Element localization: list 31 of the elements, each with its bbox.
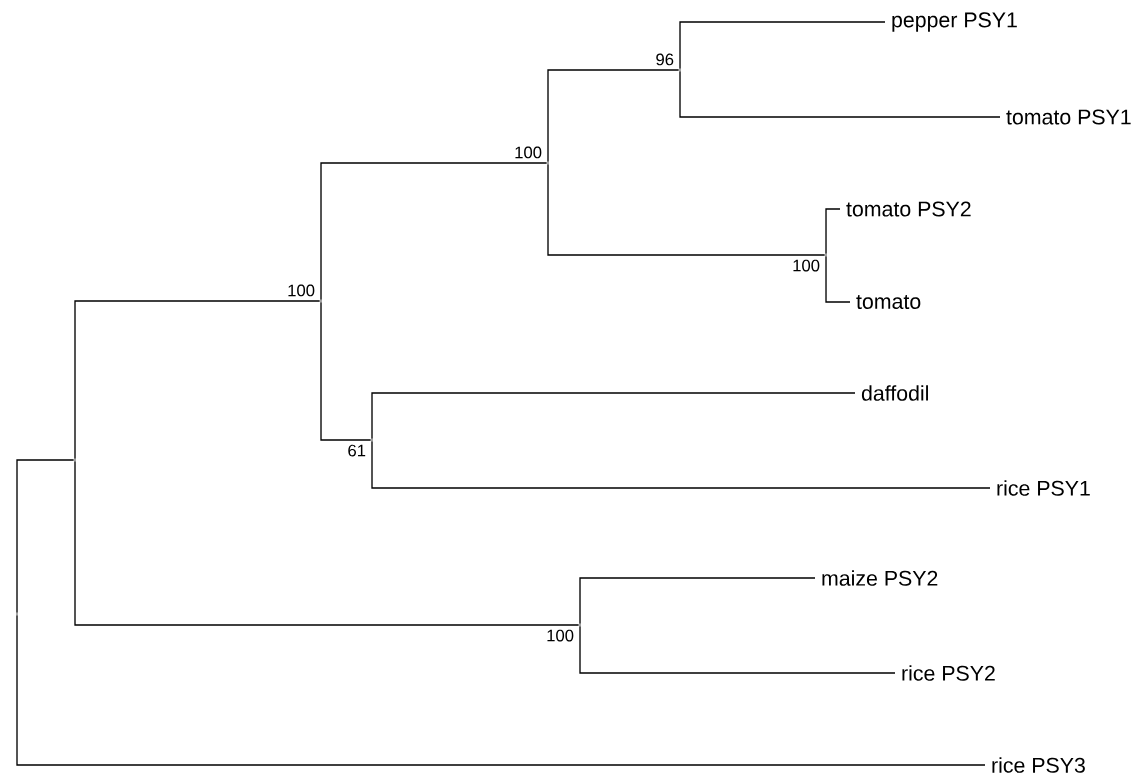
tree-branch — [679, 21, 886, 70]
tree-branch — [74, 460, 580, 626]
leaf-label: tomato — [856, 295, 921, 309]
bootstrap-value: 61 — [348, 444, 366, 457]
tree-branch — [825, 255, 851, 303]
tree-branch — [547, 163, 826, 256]
tree-branch — [74, 300, 321, 460]
leaf-label: pepper PSY1 — [892, 12, 1017, 32]
tree-branch — [579, 577, 816, 625]
tree-branch — [16, 459, 75, 614]
leaf-label: maize PSY2 — [822, 570, 938, 586]
bootstrap-value: 100 — [793, 259, 820, 272]
leaf-label: rice PSY1 — [997, 480, 1090, 496]
tree-branch — [371, 392, 856, 440]
bootstrap-value: 100 — [547, 629, 574, 642]
tree-branch — [371, 440, 991, 489]
tree-branch — [320, 162, 548, 301]
tree-branch — [579, 625, 896, 674]
tree-branch — [547, 69, 680, 163]
leaf-label: tomato PSY1 — [1006, 109, 1131, 125]
tree-branch — [16, 614, 986, 766]
leaf-label: rice PSY3 — [992, 757, 1085, 773]
bootstrap-value: 96 — [656, 53, 674, 66]
leaf-label: daffodil — [861, 385, 928, 401]
tree-branch — [679, 70, 1001, 118]
bootstrap-value: 100 — [515, 146, 542, 159]
tree-branch — [320, 301, 372, 441]
bootstrap-value: 100 — [288, 284, 315, 297]
tree-branch — [825, 208, 841, 255]
leaf-label: tomato PSY2 — [846, 201, 971, 217]
leaf-label: rice PSY2 — [902, 665, 995, 681]
